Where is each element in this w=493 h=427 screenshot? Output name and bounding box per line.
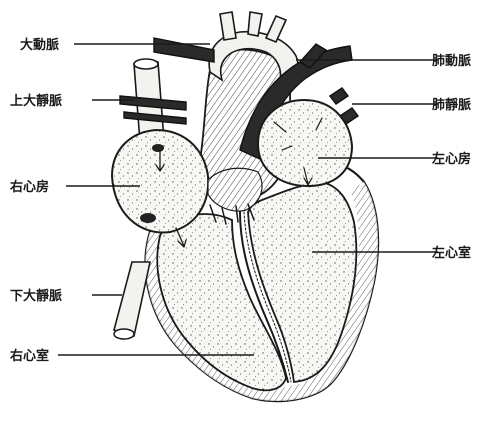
pulmonary-vein-upper <box>330 88 348 104</box>
aorta-branch-1 <box>220 12 236 40</box>
label-right-atrium: 右心房 <box>9 179 49 195</box>
label-left-atrium: 左心房 <box>432 151 471 167</box>
label-inferior-vena-cava: 下大靜脈 <box>10 288 62 304</box>
label-right-ventricle: 右心室 <box>9 348 49 364</box>
label-pulmonary-vein: 肺靜脈 <box>432 97 471 113</box>
svc-inlet-hole <box>152 144 164 152</box>
aorta-branch-3 <box>266 16 286 42</box>
aorta-dark-vessel-left <box>154 38 214 62</box>
label-left-ventricle: 左心室 <box>432 245 471 261</box>
label-aorta: 大動脈 <box>20 37 59 53</box>
svc-opening <box>134 59 158 69</box>
ivc-inlet-hole <box>140 213 156 223</box>
ivc-opening <box>114 329 134 339</box>
label-superior-vena-cava: 上大靜脈 <box>10 93 62 109</box>
inferior-vena-cava <box>114 262 150 336</box>
label-pulmonary-artery: 肺動脈 <box>432 53 471 69</box>
